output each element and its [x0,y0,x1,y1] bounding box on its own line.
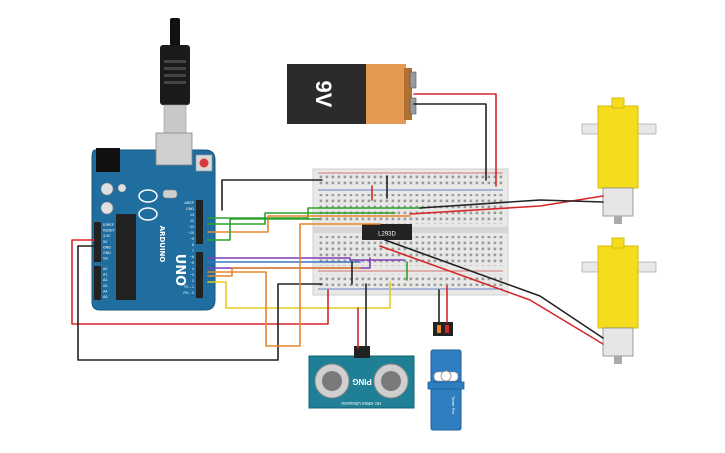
arduino-model-label: UNO [172,254,187,287]
pin-label: A4 [103,289,107,293]
pin-label: 2 [192,279,194,283]
pin-label: ~9 [190,237,194,241]
sonar-caption: HC-SR04 Ultrasonic [340,401,381,406]
wire-servo-signal[interactable] [207,223,381,347]
sonar-label: PING [352,377,372,386]
usb-cable [160,18,190,134]
dc-motor-top[interactable] [581,97,657,224]
wire-motor-bottom-red[interactable] [379,245,604,345]
wire-arduino-gnd-top[interactable] [221,179,323,211]
pin-label: IOREF [103,223,115,227]
pin-label: ~11 [188,225,194,229]
pin-label: A2 [103,278,107,282]
pin-label: 12 [190,219,194,223]
pin-label: ~10 [188,231,194,235]
pin-label: ~5 [190,261,194,265]
pin-label: 8 [192,243,194,247]
wire-battery-negative[interactable] [413,103,487,181]
pin-label: A0 [103,267,107,271]
pin-label: 5V [103,240,108,244]
arduino-logo [138,189,158,221]
pin-label: 7 [192,249,194,253]
pin-label: A3 [103,284,107,288]
wire-arduino-gnd-bottom[interactable] [77,245,323,361]
wires [71,93,604,361]
motor-driver-ic[interactable]: L293D [362,224,412,240]
wire-arduino-pin-2[interactable] [207,281,391,309]
wire-arduino-pin-9[interactable] [207,218,321,241]
pin-label: RX←0 [183,291,194,295]
pin-label: Vin [103,257,108,261]
pin-label: AREF [184,201,194,205]
servo-label: Tower Pro [451,396,456,415]
battery-9v: 9V [287,64,417,124]
pin-label: GND [186,207,194,211]
arduino-uno-board[interactable]: ARDUINO UNO AREF GND 13 12 ~11 ~10 ~9 8 7 ~6 ~5 4 ~3… [91,132,216,311]
wire-arduino-5v[interactable] [71,239,329,325]
dc-motor-bottom[interactable] [581,237,657,364]
digital-pin-labels: AREF GND 13 12 ~11 ~10 ~9 8 7 ~6 ~5 4 ~3 2TX→1RX←0 [183,201,194,295]
wire-arduino-pin-10[interactable] [207,215,411,233]
wire-battery-positive[interactable] [413,93,497,187]
servo-motor[interactable]: Tower Pro [427,322,465,431]
battery-label: 9V [311,81,336,108]
wire-motor-bottom-black[interactable] [384,239,604,339]
wire-motor-top-black[interactable] [419,199,604,209]
pin-label: ~6 [190,255,194,259]
pin-label: RESET [103,229,116,233]
pin-label: GND [103,251,111,255]
pin-label: ~3 [190,273,194,277]
pin-label: A1 [103,273,107,277]
pin-label: GND [103,245,111,249]
wire-motor-top-red[interactable] [409,195,604,215]
ultrasonic-sensor[interactable]: PING HC-SR04 Ultrasonic [308,346,415,409]
pin-label: TX→1 [184,285,194,289]
pin-label: 4 [192,267,194,271]
arduino-brand-label: ARDUINO [158,226,166,263]
pin-label: A5 [103,295,107,299]
driver-ic-label: L293D [378,232,396,238]
pin-label: 3.3V [103,234,111,238]
wire-arduino-pin-7[interactable] [207,257,405,261]
pin-label: 13 [190,213,194,217]
